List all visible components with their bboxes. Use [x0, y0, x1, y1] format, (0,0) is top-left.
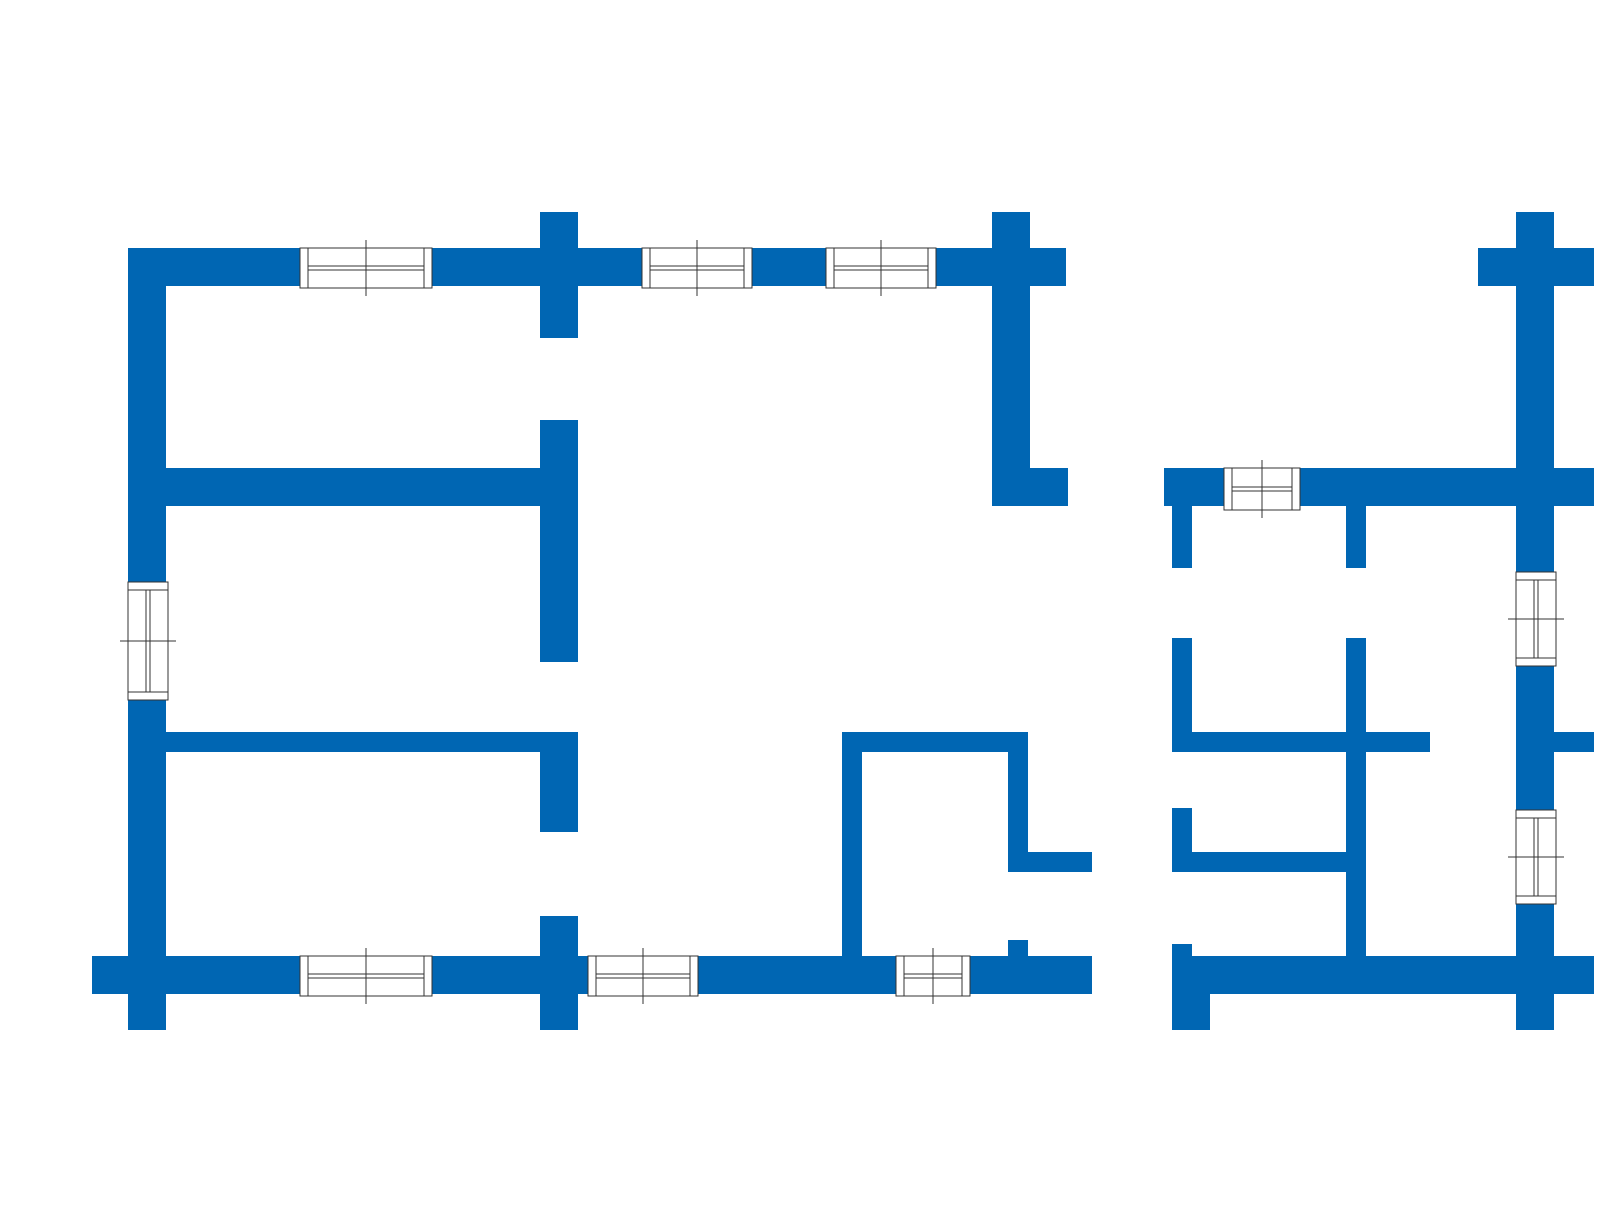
- wall-segment: [1172, 956, 1594, 994]
- wall-segment: [1172, 506, 1192, 568]
- wall-segment: [540, 420, 578, 662]
- wall-segment: [1008, 852, 1092, 872]
- walls-layer: [92, 212, 1594, 1030]
- wall-segment: [1008, 732, 1028, 872]
- window: [1508, 809, 1564, 905]
- wall-segment: [1478, 248, 1594, 286]
- wall-segment: [1172, 852, 1366, 872]
- window: [299, 948, 433, 1004]
- window: [641, 240, 753, 296]
- wall-segment: [540, 732, 578, 832]
- window: [587, 948, 699, 1004]
- window: [895, 948, 971, 1004]
- wall-segment: [1172, 638, 1192, 752]
- wall-segment: [166, 732, 578, 752]
- wall-segment: [842, 732, 862, 958]
- wall-segment: [1172, 994, 1210, 1030]
- wall-segment: [1554, 732, 1594, 752]
- wall-segment: [540, 916, 578, 1030]
- wall-segment: [540, 212, 578, 338]
- wall-segment: [1346, 638, 1366, 970]
- window: [1223, 460, 1301, 518]
- wall-segment: [842, 732, 1028, 752]
- wall-segment: [992, 248, 1030, 506]
- window: [1508, 571, 1564, 667]
- wall-segment: [992, 468, 1068, 506]
- wall-segment: [1008, 940, 1028, 956]
- window: [825, 240, 937, 296]
- wall-segment: [166, 468, 578, 506]
- wall-segment: [1172, 944, 1192, 958]
- window: [299, 240, 433, 296]
- windows-layer: [120, 240, 1564, 1004]
- wall-segment: [1172, 732, 1430, 752]
- wall-segment: [992, 212, 1030, 250]
- wall-segment: [1516, 994, 1554, 1030]
- wall-segment: [1346, 506, 1366, 568]
- window: [120, 581, 176, 701]
- wall-segment: [1030, 248, 1066, 286]
- wall-segment: [128, 994, 166, 1030]
